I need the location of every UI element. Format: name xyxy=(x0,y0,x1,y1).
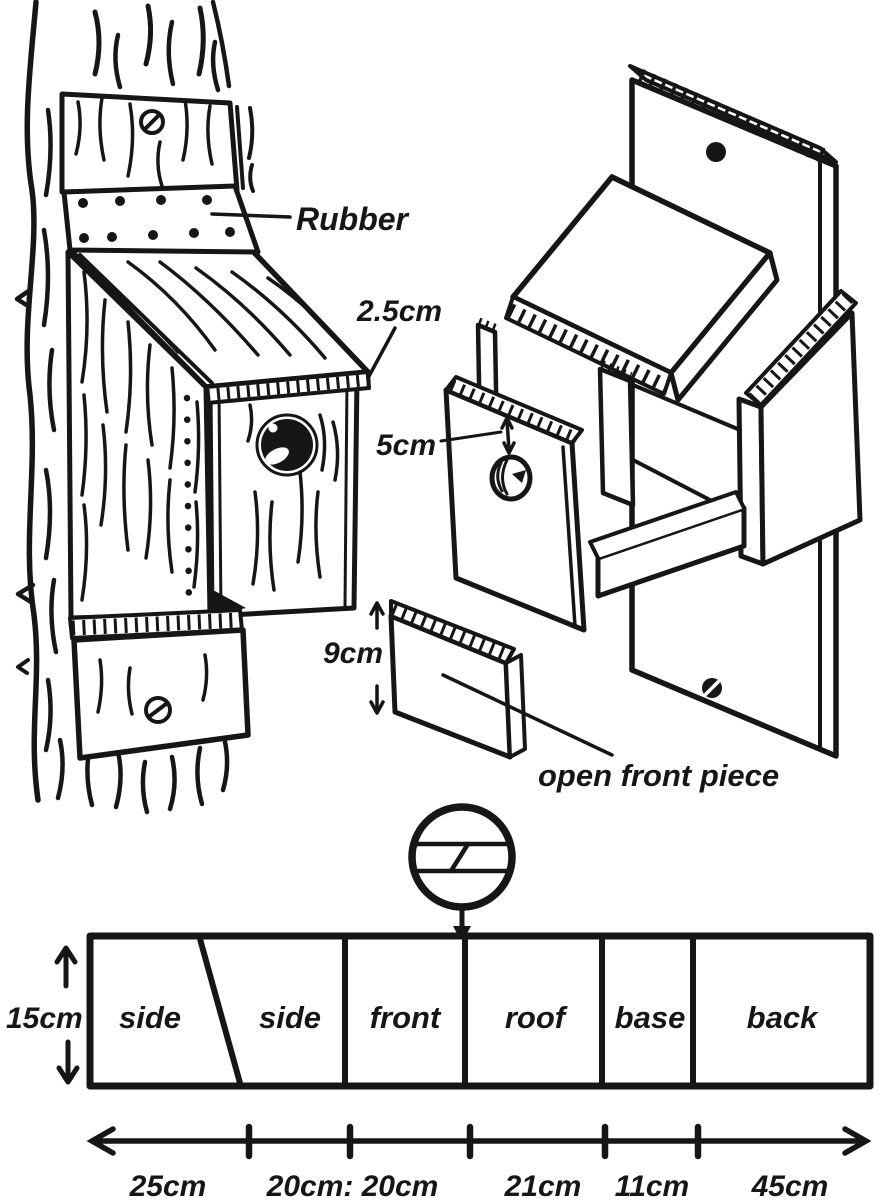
open-front-leader xyxy=(441,673,614,757)
dim-label-20cm-a: 20cm: xyxy=(266,1170,354,1200)
exploded-front-piece xyxy=(439,375,587,633)
plank-piece-roof: roof xyxy=(505,1000,568,1035)
cutting-plan xyxy=(54,932,874,1090)
open-front-piece-label: open front piece xyxy=(538,758,779,793)
rubber-label: Rubber xyxy=(296,201,410,237)
plank-height-arrows xyxy=(54,945,80,1085)
nail-dotted-line xyxy=(183,394,193,616)
exploded-left-side-edges xyxy=(475,317,742,508)
open-front-height-label: 9cm xyxy=(323,637,383,670)
plank-piece-side-1: side xyxy=(119,1000,181,1035)
dim-label-25cm: 25cm xyxy=(129,1170,207,1200)
side-face-grain xyxy=(80,270,201,602)
exploded-base xyxy=(588,458,747,599)
plank-cut-diagonal xyxy=(197,938,243,1084)
exploded-screw-hole xyxy=(702,678,722,698)
dim-label-20cm-b: 20cm xyxy=(361,1170,439,1200)
roof-grain xyxy=(110,260,354,360)
hanging-hole xyxy=(706,142,726,162)
exploded-entrance-hole xyxy=(489,454,533,502)
dimension-arrow-right xyxy=(842,1126,872,1156)
back-board-grain xyxy=(74,96,214,188)
hole-offset-arrow xyxy=(500,416,516,455)
lower-back-board xyxy=(71,627,251,761)
upper-back-board xyxy=(59,91,245,195)
roof-overhang-label: 2.5cm xyxy=(356,295,442,328)
plank-piece-front: front xyxy=(370,1000,442,1035)
open-front-height-arrows xyxy=(369,601,385,715)
mount-screw-top xyxy=(139,109,165,135)
exploded-nest-box xyxy=(369,64,863,760)
rubber-leader-line xyxy=(210,212,292,219)
dimension-line xyxy=(86,1123,872,1160)
plank-height-label: 15cm xyxy=(6,1002,83,1035)
mounted-nest-box xyxy=(59,91,397,761)
dim-label-11cm: 11cm xyxy=(615,1170,690,1200)
plank-piece-back: back xyxy=(747,1000,819,1035)
mount-screw-bottom xyxy=(144,696,172,724)
front-face-grain xyxy=(246,403,340,592)
section-symbol xyxy=(408,803,516,943)
dim-label-21cm: 21cm xyxy=(504,1170,582,1200)
entrance-hole xyxy=(255,413,319,477)
plank-piece-side-2: side xyxy=(259,1000,321,1035)
exploded-roof xyxy=(504,174,780,403)
rubber-tacks xyxy=(78,195,235,243)
open-front-piece xyxy=(369,599,614,760)
dimension-arrow-left xyxy=(86,1126,116,1156)
plank-piece-base: base xyxy=(615,1000,686,1035)
overhang-leader-line xyxy=(366,326,397,380)
hole-offset-leader xyxy=(439,430,503,443)
rubber-strip xyxy=(61,183,261,255)
dim-label-45cm: 45cm xyxy=(751,1170,829,1200)
tree-trunk xyxy=(14,0,255,815)
roof-eave-band xyxy=(204,370,371,405)
hole-offset-label: 5cm xyxy=(376,429,436,462)
